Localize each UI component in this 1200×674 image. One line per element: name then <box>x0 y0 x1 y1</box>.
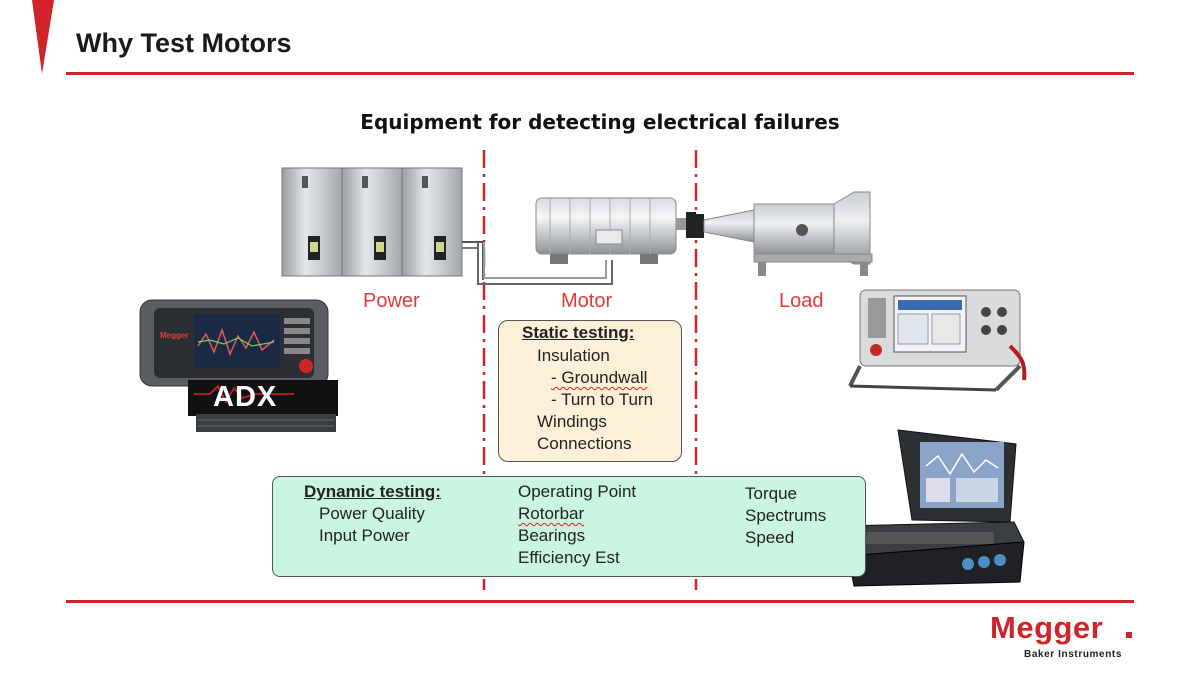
power-cabinets-image <box>281 167 484 280</box>
dynamic-item-bearings: Bearings <box>518 526 586 545</box>
brand-logo: Megger <box>990 610 1104 645</box>
section-label-power: Power <box>363 290 420 312</box>
svg-text:Megger: Megger <box>160 331 188 340</box>
load-tester-image <box>848 289 1027 392</box>
dynamic-item-input-power: Input Power <box>319 526 410 545</box>
static-item-insulation: Insulation <box>537 346 610 365</box>
static-item-windings: Windings <box>537 412 607 431</box>
brand-dot <box>1126 632 1132 638</box>
static-item-connections: Connections <box>537 434 632 453</box>
dynamic-testing-box <box>272 476 866 577</box>
load-image <box>694 191 873 276</box>
static-item-groundwall: - Groundwall <box>551 368 648 387</box>
top-rule <box>66 72 1134 75</box>
corner-triangle-mark <box>32 0 54 74</box>
dynamic-item-operating-point: Operating Point <box>518 482 637 501</box>
power-cable <box>477 242 613 285</box>
dynamic-item-power-quality: Power Quality <box>319 504 425 523</box>
dynamic-item-rotorbar: Rotorbar <box>518 504 585 523</box>
dynamic-testing-heading: Dynamic testing: <box>304 482 441 501</box>
static-testing-heading: Static testing: <box>522 323 635 342</box>
brand-subtitle: Baker Instruments <box>1024 649 1123 660</box>
slide-subtitle: Equipment for detecting electrical failu… <box>360 110 840 134</box>
slide-title: Why Test Motors <box>76 28 292 58</box>
static-testing-box <box>498 320 682 462</box>
adx-analyzer-image: Megger <box>139 299 338 432</box>
static-item-turn-to-turn: - Turn to Turn <box>551 390 654 409</box>
rugged-case-analyzer-image <box>839 429 1025 587</box>
dynamic-item-efficiency-est: Efficiency Est <box>518 548 620 567</box>
adx-label: ADX <box>213 381 278 413</box>
bottom-rule <box>66 600 1134 603</box>
motor-image <box>535 197 696 264</box>
dynamic-item-speed: Speed <box>745 528 795 547</box>
dynamic-item-torque: Torque <box>745 484 797 503</box>
dynamic-item-spectrums: Spectrums <box>745 506 827 525</box>
section-label-motor: Motor <box>561 290 613 312</box>
section-label-load: Load <box>779 290 824 312</box>
